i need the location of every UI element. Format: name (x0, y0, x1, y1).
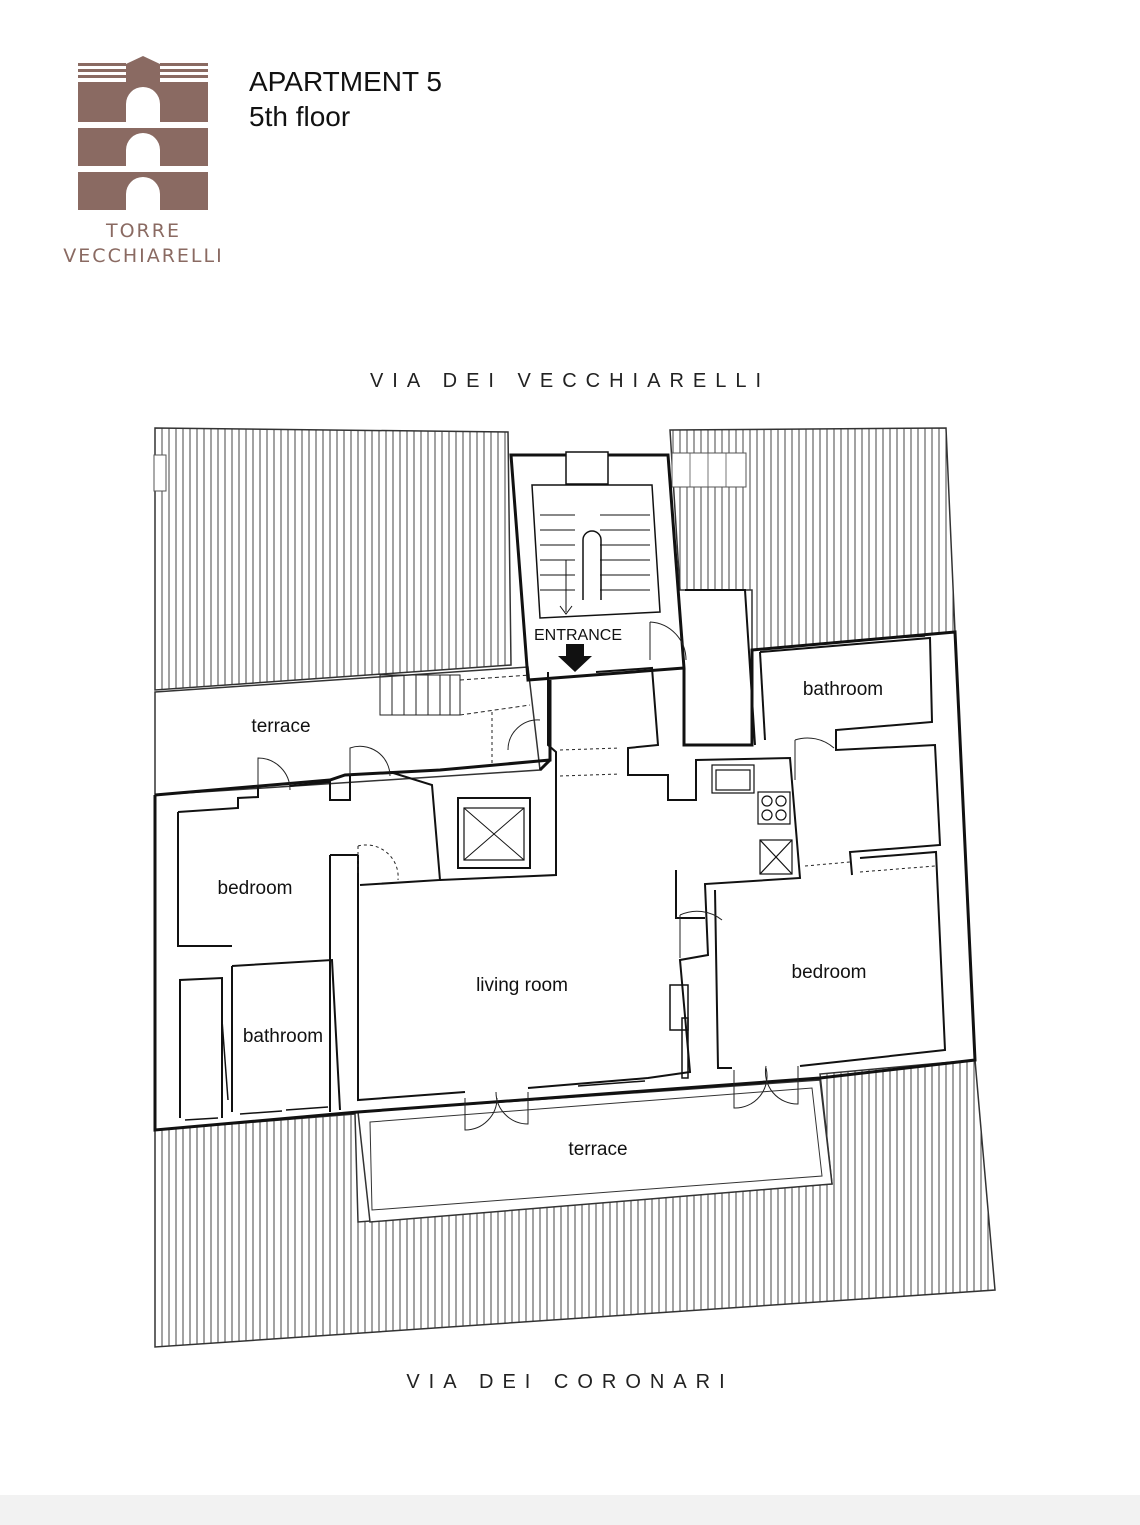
entrance-arrow-icon (558, 644, 592, 672)
street-label-top: VIA DEI VECCHIARELLI (369, 370, 771, 392)
terrace-stairs (379, 674, 531, 716)
roof-bottom (154, 1059, 996, 1348)
roof-top-left (154, 427, 512, 691)
logo-line-2: VECCHIARELLI (63, 245, 224, 267)
bedroom-left-label: bedroom (218, 878, 293, 899)
street-label-bottom: VIA DEI CORONARI (406, 1371, 734, 1393)
logo: TORRE VECCHIARELLI (56, 52, 231, 272)
page-title: APARTMENT 5 5th floor (249, 64, 442, 134)
bathroom-left-label: bathroom (243, 1026, 323, 1047)
kitchen (711, 764, 793, 875)
logo-line-1: TORRE (106, 220, 181, 242)
apartment-walls (153, 589, 977, 1132)
terrace-top-label: terrace (251, 716, 310, 737)
bottom-bar (0, 1495, 1140, 1525)
tower-logo-icon (78, 56, 208, 210)
bedroom-right-label: bedroom (792, 962, 867, 983)
living-room-label: living room (476, 975, 568, 996)
floor-subtitle: 5th floor (249, 101, 351, 132)
bathroom-right-label: bathroom (803, 679, 883, 700)
windows (184, 635, 926, 1121)
doors (257, 621, 936, 1131)
entrance-label: ENTRANCE (534, 627, 622, 644)
stair-core (509, 451, 686, 682)
terrace-bottom-label: terrace (568, 1139, 627, 1160)
apartment-title: APARTMENT 5 (249, 66, 442, 97)
